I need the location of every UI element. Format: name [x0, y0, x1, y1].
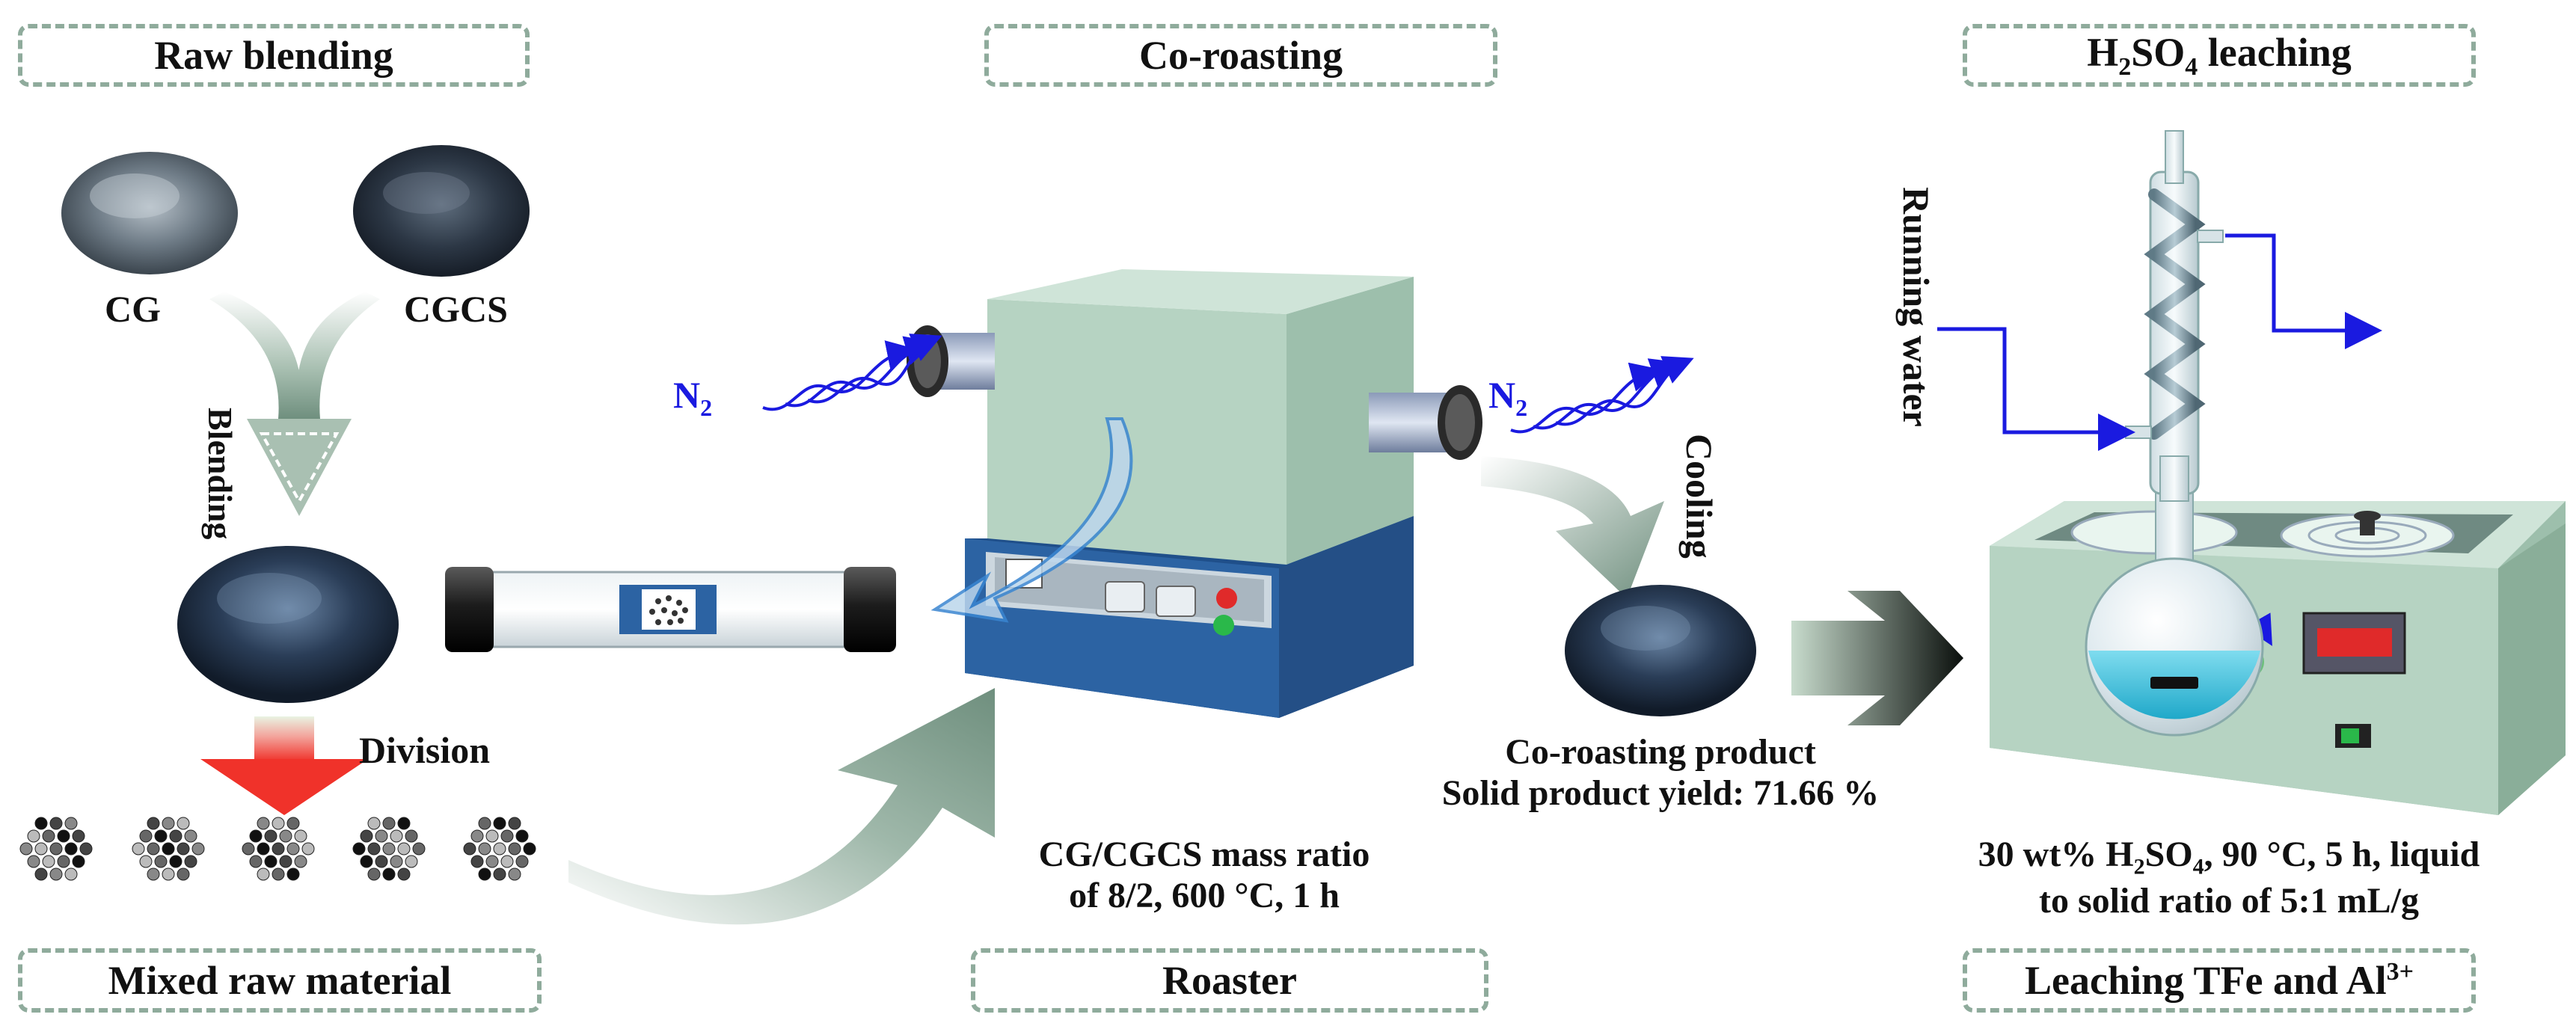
roast-conditions-line2: of 8/2, 600 °C, 1 h	[1069, 876, 1340, 916]
roast-conditions: CG/CGCS mass ratio of 8/2, 600 °C, 1 h	[1002, 834, 1406, 916]
section-co-roasting: Co-roasting	[984, 24, 1497, 87]
section-mixed-raw-material: Mixed raw material	[18, 948, 542, 1013]
leach-conditions-line2: to solid ratio of 5:1 mL/g	[2039, 881, 2419, 921]
section-leaching-tfe: Leaching TFe and Al3+	[1963, 948, 2476, 1013]
leach-conditions-line1: 30 wt% H2SO4, 90 °C, 5 h, liquid	[1978, 835, 2480, 879]
particle-cluster	[463, 817, 536, 881]
particle-cluster	[19, 817, 93, 881]
feed-arrow-icon	[568, 688, 995, 925]
heating-mantle-icon	[1990, 501, 2566, 815]
section-leaching: H2SO4 leaching	[1963, 24, 2476, 87]
product-info-line1: Co-roasting product	[1505, 732, 1816, 772]
mixed-powder-icon	[177, 546, 399, 703]
division-label: Division	[359, 729, 491, 771]
product-info-line2: Solid product yield: 71.66 %	[1441, 773, 1880, 814]
product-info: Co-roasting product Solid product yield:…	[1406, 731, 1915, 814]
particle-cluster	[242, 817, 315, 881]
n2-inlet-label: N2	[673, 374, 713, 421]
condenser-icon	[2125, 130, 2224, 502]
section-roaster-title: Roaster	[1162, 958, 1297, 1003]
n2-outlet-arrow-icon	[1510, 356, 1694, 434]
quartz-tube-icon	[445, 567, 896, 652]
water-flow-arrow-icon	[1937, 233, 2382, 451]
section-leaching-tfe-title: Leaching TFe and Al3+	[2025, 958, 2414, 1003]
section-raw-blending: Raw blending	[18, 24, 530, 87]
section-leaching-title: H2SO4 leaching	[2087, 30, 2352, 81]
roaster-furnace-icon	[907, 269, 1482, 718]
particle-clusters	[19, 817, 536, 881]
running-water-label: Running water	[1895, 187, 1937, 427]
cgcs-label: CGCS	[404, 288, 508, 330]
blending-label: Blending	[201, 408, 239, 540]
n2-inlet-arrow-icon	[762, 334, 942, 411]
roast-conditions-line1: CG/CGCS mass ratio	[1038, 835, 1370, 874]
transfer-arrow-icon	[1791, 591, 1963, 725]
cg-label: CG	[105, 288, 161, 330]
product-powder-icon	[1565, 585, 1756, 716]
division-arrow-icon	[200, 716, 368, 815]
blending-arrow-icon	[209, 292, 380, 516]
leach-conditions: 30 wt% H2SO4, 90 °C, 5 h, liquid to soli…	[1960, 834, 2498, 921]
cooling-label: Cooling	[1678, 434, 1720, 559]
section-roaster: Roaster	[971, 948, 1488, 1013]
cooling-arrow-icon	[1481, 456, 1664, 598]
particle-cluster	[352, 817, 426, 881]
cg-powder-icon	[61, 152, 238, 274]
section-co-roasting-title: Co-roasting	[1138, 33, 1343, 78]
section-mixed-raw-material-title: Mixed raw material	[108, 958, 452, 1003]
cgcs-powder-icon	[353, 145, 530, 277]
n2-outlet-label: N2	[1488, 374, 1528, 421]
particle-cluster	[132, 817, 205, 881]
section-raw-blending-title: Raw blending	[154, 33, 393, 78]
